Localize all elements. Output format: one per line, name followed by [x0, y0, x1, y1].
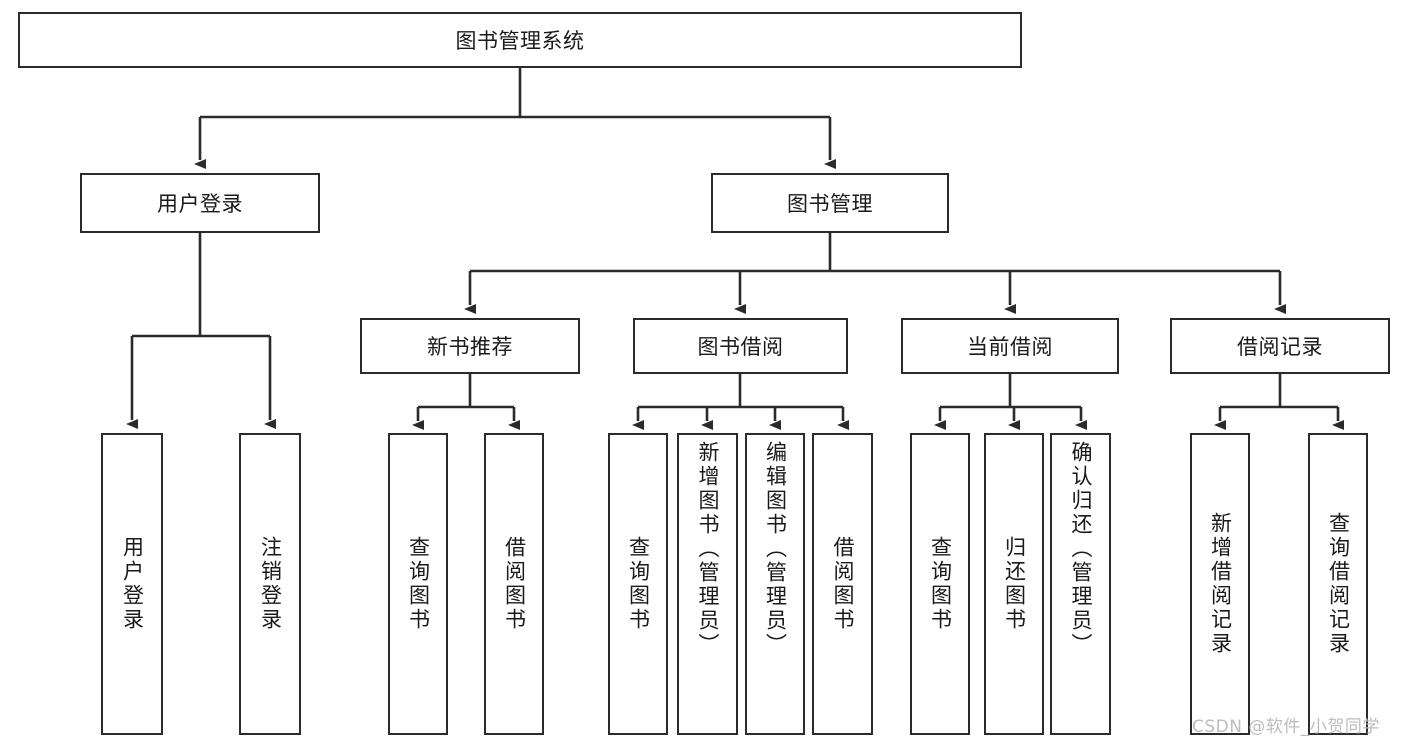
- node-leaf-add-book-label: 新增图书（管理员）: [696, 441, 720, 657]
- node-book-borrow-label: 图书借阅: [697, 335, 784, 359]
- node-leaf-query-record-label: 查询借阅记录: [1326, 512, 1351, 656]
- csdn-watermark: CSDN @软件_小贺同学: [1192, 717, 1380, 737]
- node-leaf-query-book-1-label: 查询图书: [406, 536, 431, 632]
- node-book-manage-label: 图书管理: [787, 192, 873, 216]
- node-leaf-add-book[interactable]: 新增图书（管理员）: [677, 433, 738, 735]
- node-book-borrow[interactable]: 图书借阅: [633, 318, 848, 374]
- node-leaf-user-login-label: 用户登录: [120, 536, 145, 632]
- node-book-manage[interactable]: 图书管理: [711, 173, 949, 233]
- node-leaf-user-login[interactable]: 用户登录: [101, 433, 163, 735]
- node-leaf-query-book-3-label: 查询图书: [928, 536, 953, 632]
- node-leaf-borrow-book-2[interactable]: 借阅图书: [812, 433, 873, 735]
- node-leaf-edit-book[interactable]: 编辑图书（管理员）: [745, 433, 805, 735]
- node-leaf-query-book-2-label: 查询图书: [626, 536, 651, 632]
- node-leaf-borrow-book-1[interactable]: 借阅图书: [484, 433, 544, 735]
- node-leaf-query-book-3[interactable]: 查询图书: [910, 433, 970, 735]
- node-user-login[interactable]: 用户登录: [80, 173, 320, 233]
- node-leaf-borrow-book-2-label: 借阅图书: [831, 536, 855, 632]
- node-leaf-logout[interactable]: 注销登录: [239, 433, 301, 735]
- node-new-book-recommend[interactable]: 新书推荐: [360, 318, 580, 374]
- node-leaf-logout-label: 注销登录: [258, 536, 283, 632]
- node-current-borrow-label: 当前借阅: [967, 335, 1053, 359]
- node-new-book-recommend-label: 新书推荐: [427, 335, 513, 359]
- node-root[interactable]: 图书管理系统: [18, 12, 1022, 68]
- node-borrow-record[interactable]: 借阅记录: [1170, 318, 1390, 374]
- node-leaf-return-book[interactable]: 归还图书: [984, 433, 1044, 735]
- node-leaf-borrow-book-1-label: 借阅图书: [502, 536, 527, 632]
- node-user-login-label: 用户登录: [157, 192, 243, 216]
- node-leaf-query-book-2[interactable]: 查询图书: [608, 433, 668, 735]
- node-leaf-query-book-1[interactable]: 查询图书: [388, 433, 448, 735]
- node-leaf-query-record[interactable]: 查询借阅记录: [1308, 433, 1368, 735]
- node-root-label: 图书管理系统: [455, 29, 585, 53]
- node-leaf-add-record[interactable]: 新增借阅记录: [1190, 433, 1250, 735]
- node-leaf-confirm-return[interactable]: 确认归还（管理员）: [1050, 433, 1111, 735]
- node-current-borrow[interactable]: 当前借阅: [901, 318, 1119, 374]
- node-leaf-confirm-return-label: 确认归还（管理员）: [1069, 441, 1093, 657]
- node-leaf-add-record-label: 新增借阅记录: [1208, 512, 1233, 656]
- node-leaf-return-book-label: 归还图书: [1002, 536, 1027, 632]
- node-borrow-record-label: 借阅记录: [1237, 335, 1323, 359]
- node-leaf-edit-book-label: 编辑图书（管理员）: [763, 441, 788, 657]
